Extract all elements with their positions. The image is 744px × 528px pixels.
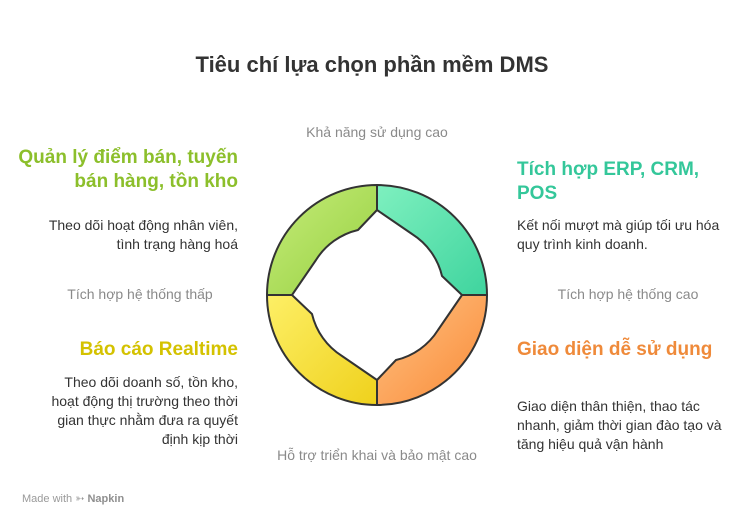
segment-bottom-left bbox=[266, 294, 378, 406]
footer-credit: Made with ➳ Napkin bbox=[22, 492, 124, 505]
quadrant-top-right-title: Tích hợp ERP, CRM, POS bbox=[517, 159, 700, 204]
quadrant-top-left-description: Theo dõi hoạt động nhân viên, tình trạng… bbox=[48, 217, 238, 252]
quadrant-bottom-right-description: Giao diện thân thiện, thao tác nhanh, gi… bbox=[517, 398, 722, 452]
quadrant-bottom-left-title: Báo cáo Realtime bbox=[79, 339, 238, 360]
quadrant-top-right-description: Kết nối mượt mà giúp tối ưu hóa quy trìn… bbox=[517, 217, 720, 252]
quadrant-bottom-right-title: Giao diện dễ sử dụng bbox=[517, 339, 713, 360]
axis-label-left: Tích hợp hệ thống thấp bbox=[67, 286, 213, 302]
napkin-logo-icon: ➳ bbox=[75, 493, 85, 505]
axis-label-bottom: Hỗ trợ triển khai và bảo mật cao bbox=[277, 447, 477, 463]
cycle-diagram bbox=[266, 184, 488, 406]
quadrant-top-left-title: Quản lý điểm bán, tuyến bán hàng, tồn kh… bbox=[18, 147, 238, 192]
segment-top-right bbox=[376, 184, 488, 296]
axis-label-right: Tích hợp hệ thống cao bbox=[557, 286, 699, 302]
segment-top-left bbox=[266, 184, 378, 296]
diagram-title: Tiêu chí lựa chọn phần mềm DMS bbox=[195, 52, 549, 77]
axis-label-top: Khả năng sử dụng cao bbox=[306, 124, 448, 140]
footer-prefix: Made with bbox=[22, 493, 73, 505]
footer-brand: Napkin bbox=[87, 493, 125, 505]
quadrant-bottom-left-description: Theo dõi doanh số, tồn kho, hoạt động th… bbox=[51, 374, 238, 447]
segment-bottom-right bbox=[376, 294, 488, 406]
